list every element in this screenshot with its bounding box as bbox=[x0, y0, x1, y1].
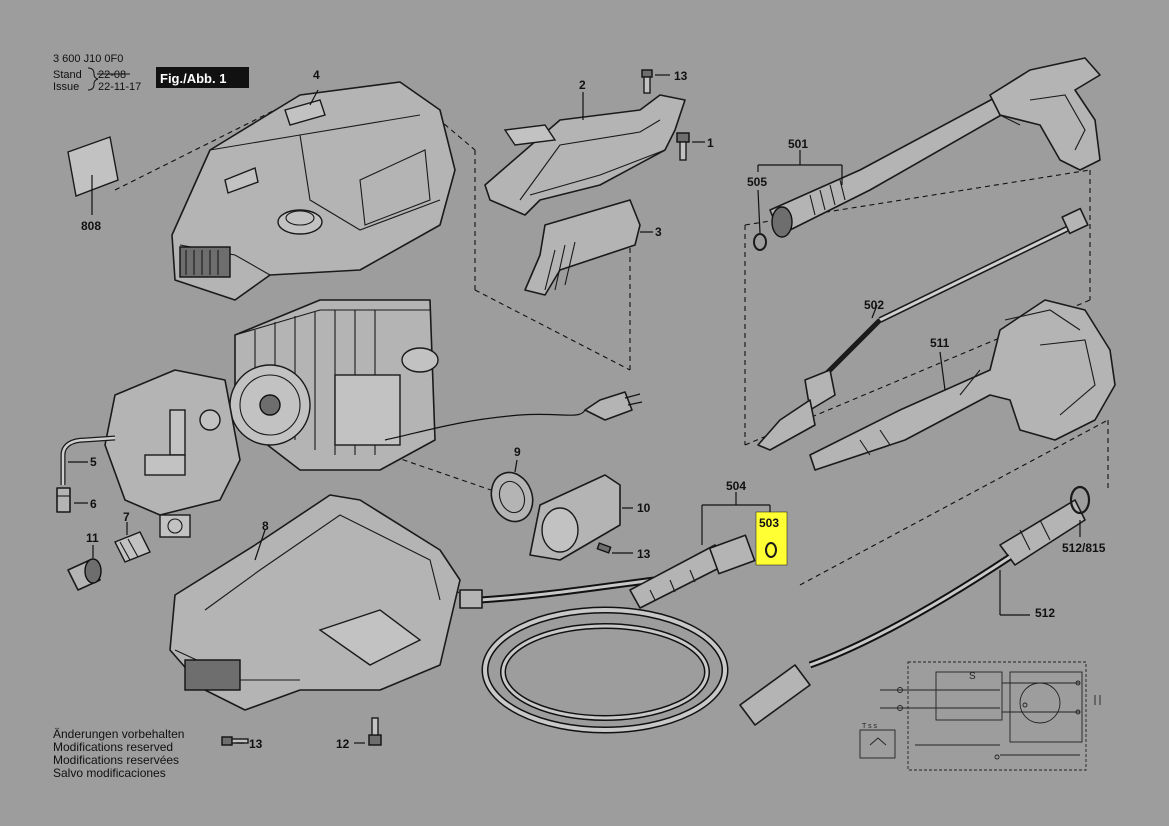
callout-505: 505 bbox=[747, 175, 767, 189]
part-501-spray-lance bbox=[757, 57, 1101, 238]
switch-label: S bbox=[969, 671, 976, 682]
note-english: Modifications reserved bbox=[53, 740, 173, 754]
part-3-handle-insert bbox=[524, 199, 653, 296]
callout-512: 512 bbox=[1035, 606, 1055, 620]
part-4-top-cover bbox=[171, 81, 456, 301]
part-512-lance-with-nozzle bbox=[739, 485, 1091, 726]
callout-502: 502 bbox=[864, 298, 884, 312]
note-german: Änderungen vorbehalten bbox=[53, 727, 184, 741]
part-6-connector bbox=[56, 487, 88, 513]
motor-assembly bbox=[229, 299, 439, 471]
callout-501: 501 bbox=[788, 137, 808, 151]
document-header: 3 600 J10 0F0 Stand Issue 22-08 22-11-17… bbox=[53, 53, 249, 93]
note-spanish: Salvo modificaciones bbox=[53, 766, 166, 780]
note-french: Modifications reservées bbox=[53, 753, 179, 767]
callout-3: 3 bbox=[655, 225, 662, 239]
callout-12: 12 bbox=[336, 737, 350, 751]
figure-label: Fig./Abb. 1 bbox=[160, 71, 226, 86]
callout-511: 511 bbox=[930, 336, 950, 350]
part-8-base-housing bbox=[169, 494, 461, 711]
footer-notes: Änderungen vorbehalten Modifications res… bbox=[53, 727, 184, 780]
callout-10: 10 bbox=[637, 501, 651, 515]
callout-5: 5 bbox=[90, 455, 97, 469]
callout-808: 808 bbox=[81, 219, 101, 233]
callout-13-bottom: 13 bbox=[249, 737, 263, 751]
issue-label: Issue bbox=[53, 81, 79, 93]
callout-7: 7 bbox=[123, 510, 130, 524]
part-505-o-ring bbox=[753, 189, 767, 251]
wiring-schematic: S T s s bbox=[859, 661, 1101, 771]
part-13-screw-bracket bbox=[596, 542, 633, 554]
part-13-screw-top bbox=[641, 69, 670, 94]
figure-label-box bbox=[156, 67, 249, 88]
part-13-screw-bottom-left bbox=[221, 736, 249, 746]
thermal-label: T s s bbox=[862, 723, 878, 730]
part-2-carry-handle bbox=[484, 92, 686, 216]
part-11-inlet-connector bbox=[67, 545, 102, 591]
power-cord-with-plug bbox=[384, 391, 643, 441]
callout-504: 504 bbox=[726, 479, 746, 493]
callout-9: 9 bbox=[514, 445, 521, 459]
part-502-nozzle-lance bbox=[757, 207, 1089, 451]
part-503-o-ring-highlighted bbox=[765, 542, 777, 558]
stand-label: Stand bbox=[53, 69, 82, 81]
callout-1: 1 bbox=[707, 136, 714, 150]
callout-13-top: 13 bbox=[674, 69, 688, 83]
part-5-hose bbox=[60, 435, 116, 485]
part-10-bracket bbox=[529, 474, 633, 561]
doc-number: 3 600 J10 0F0 bbox=[53, 53, 123, 65]
callout-labels: 4 2 13 1 3 808 501 505 502 511 5 6 7 11 … bbox=[81, 68, 1106, 751]
callout-4: 4 bbox=[313, 68, 320, 82]
pump-head bbox=[104, 369, 241, 538]
part-808-label-card bbox=[67, 136, 119, 215]
callout-503: 503 bbox=[759, 516, 779, 530]
callout-6: 6 bbox=[90, 497, 97, 511]
header-brace bbox=[87, 67, 99, 91]
callout-512-815: 512/815 bbox=[1062, 541, 1106, 555]
old-date-struck: 22-08 bbox=[98, 69, 126, 81]
callout-8: 8 bbox=[262, 519, 269, 533]
issue-date: 22-11-17 bbox=[98, 81, 141, 93]
part-7-filter bbox=[114, 522, 151, 563]
callout-11: 11 bbox=[86, 531, 99, 545]
part-12-screw bbox=[354, 717, 382, 746]
part-511-spray-gun bbox=[809, 299, 1116, 471]
part-1-bolt bbox=[676, 132, 705, 161]
callout-13-bracket: 13 bbox=[637, 547, 651, 561]
callout-2: 2 bbox=[579, 78, 586, 92]
part-504-hose bbox=[459, 492, 771, 734]
part-9-hose-holder bbox=[490, 459, 534, 523]
